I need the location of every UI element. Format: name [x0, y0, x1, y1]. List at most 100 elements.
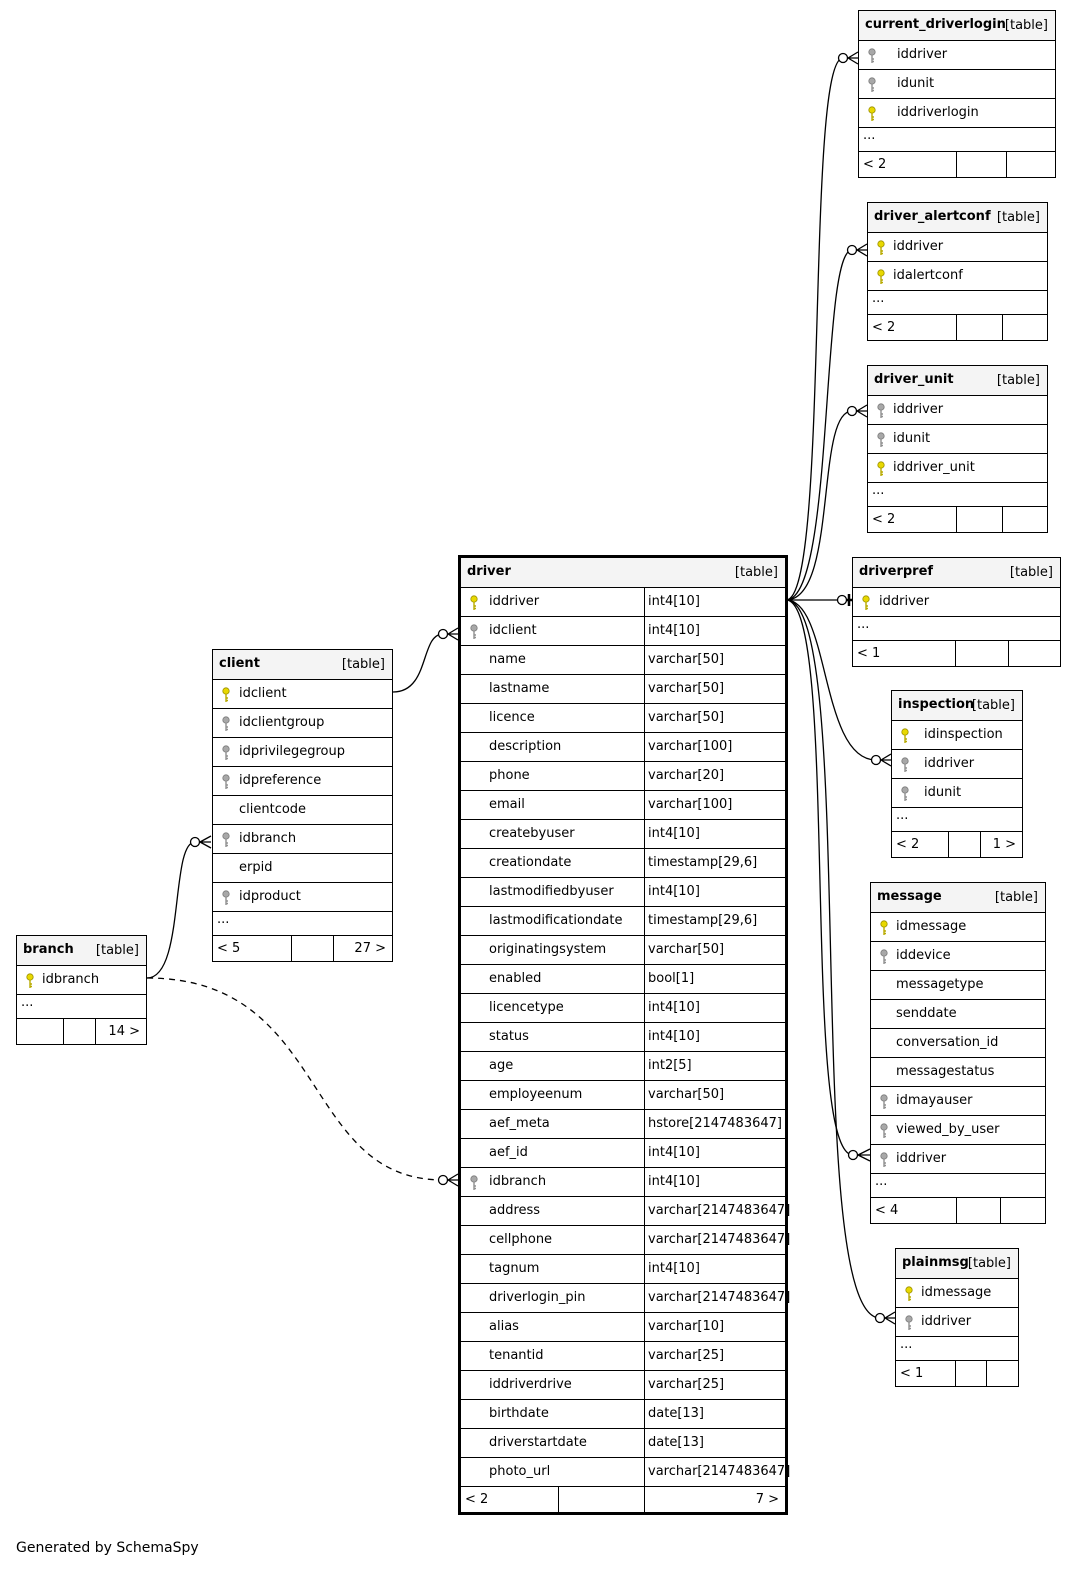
column-row[interactable]: idunit	[859, 69, 1055, 98]
table-name[interactable]: branch	[23, 942, 74, 957]
parent-count-link[interactable]: < 1	[857, 646, 881, 661]
table-name[interactable]: driverpref	[859, 564, 934, 579]
column-row[interactable]: idprivilegegroup	[213, 737, 392, 766]
column-row[interactable]: idbranch	[213, 824, 392, 853]
foreign-key-icon	[877, 432, 885, 447]
column-row[interactable]: idunit	[892, 778, 1022, 807]
table-name[interactable]: driver_unit	[874, 372, 954, 387]
parent-count-link[interactable]: < 2	[872, 512, 896, 527]
more-columns-ellipsis[interactable]: ...	[871, 1173, 1045, 1197]
column-divider	[644, 1313, 645, 1341]
column-row[interactable]: iddriver	[892, 749, 1022, 778]
column-row[interactable]: idmessage	[896, 1278, 1018, 1307]
column-row[interactable]: senddate	[871, 999, 1045, 1028]
column-row[interactable]: conversation_id	[871, 1028, 1045, 1057]
table-name[interactable]: inspection	[898, 697, 975, 712]
more-columns-ellipsis[interactable]: ...	[868, 290, 1047, 314]
column-row[interactable]: idmayauser	[871, 1086, 1045, 1115]
parent-count-link[interactable]: < 1	[900, 1366, 924, 1381]
child-count-link[interactable]: 27 >	[354, 941, 386, 956]
column-row[interactable]: idpreference	[213, 766, 392, 795]
table-name[interactable]: current_driverlogin	[865, 17, 1006, 32]
table-name[interactable]: driver	[467, 564, 511, 579]
column-row[interactable]: iddriver_unit	[868, 453, 1047, 482]
child-count-link[interactable]: 7 >	[755, 1492, 779, 1507]
more-columns-ellipsis[interactable]: ...	[868, 482, 1047, 506]
column-row[interactable]: iddriverlogin	[859, 98, 1055, 127]
parent-count-link[interactable]: < 2	[896, 837, 920, 852]
column-row[interactable]: iddriver	[859, 40, 1055, 69]
column-row[interactable]: iddriver	[871, 1144, 1045, 1173]
table-name[interactable]: plainmsg	[902, 1255, 969, 1270]
parent-count-link[interactable]: < 4	[875, 1203, 899, 1218]
column-row[interactable]: messagetype	[871, 970, 1045, 999]
child-count-link[interactable]: 1 >	[992, 837, 1016, 852]
more-columns-ellipsis[interactable]: ...	[17, 994, 146, 1018]
column-row[interactable]: messagestatus	[871, 1057, 1045, 1086]
parent-count-link[interactable]: < 2	[465, 1492, 489, 1507]
edge-branch-client	[146, 841, 196, 979]
column-row[interactable]: iddriver	[868, 232, 1047, 261]
column-row[interactable]: erpid	[213, 853, 392, 882]
more-columns-ellipsis[interactable]: ...	[859, 127, 1055, 151]
table-name[interactable]: client	[219, 656, 260, 671]
parent-count-link[interactable]: < 5	[217, 941, 241, 956]
parent-count-link[interactable]: < 2	[872, 320, 896, 335]
more-columns-ellipsis[interactable]: ...	[853, 616, 1060, 640]
column-row[interactable]: idproduct	[213, 882, 392, 911]
column-row[interactable]: idbranch	[17, 965, 146, 994]
column-row[interactable]: iddevice	[871, 941, 1045, 970]
column-row[interactable]: idunit	[868, 424, 1047, 453]
table-name[interactable]: message	[877, 889, 942, 904]
parent-count-link[interactable]: < 2	[863, 157, 887, 172]
child-count-link[interactable]: 14 >	[108, 1024, 140, 1039]
footer-divider	[95, 1019, 96, 1044]
column-row[interactable]: idalertconf	[868, 261, 1047, 290]
column-row[interactable]: idclientgroup	[213, 708, 392, 737]
column-row[interactable]: viewed_by_user	[871, 1115, 1045, 1144]
column-row[interactable]: idinspection	[892, 720, 1022, 749]
column-divider	[644, 820, 645, 848]
column-row[interactable]: iddriver	[896, 1307, 1018, 1336]
column-row[interactable]: iddriver	[853, 587, 1060, 616]
more-columns-ellipsis[interactable]: ...	[896, 1336, 1018, 1360]
more-columns-ellipsis[interactable]: ...	[892, 807, 1022, 831]
column-row[interactable]: clientcode	[213, 795, 392, 824]
column-row[interactable]: idmessage	[871, 912, 1045, 941]
column-row[interactable]: iddriver	[868, 395, 1047, 424]
column-row[interactable]: idclient	[213, 679, 392, 708]
more-columns-ellipsis[interactable]: ...	[213, 911, 392, 935]
table-name[interactable]: driver_alertconf	[874, 209, 991, 224]
